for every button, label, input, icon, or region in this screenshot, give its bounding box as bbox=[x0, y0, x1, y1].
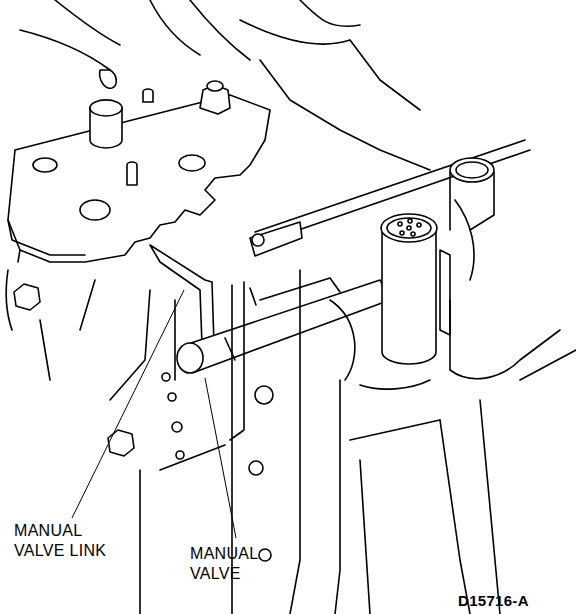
casting-holes bbox=[162, 373, 273, 561]
locating-pin bbox=[127, 162, 137, 185]
part-label: MANUAL VALVE LINK bbox=[14, 521, 132, 561]
valve-body-wall bbox=[230, 270, 340, 614]
detent-plate bbox=[8, 95, 270, 262]
figure-id: D15716-A bbox=[458, 591, 570, 611]
plate-post-top bbox=[90, 100, 122, 116]
plate-hole bbox=[80, 200, 110, 220]
connector-face bbox=[456, 162, 488, 178]
connector-face bbox=[387, 218, 431, 238]
connector-face bbox=[381, 214, 437, 242]
manual-valve-end bbox=[177, 343, 203, 373]
valve-body-casting bbox=[350, 380, 440, 614]
leader-line bbox=[205, 378, 236, 538]
connector-body bbox=[382, 232, 436, 364]
plate-hole bbox=[179, 155, 205, 171]
locating-pin bbox=[143, 89, 153, 102]
leader-line bbox=[72, 290, 184, 518]
stud bbox=[207, 81, 223, 91]
valve-body-casting bbox=[330, 300, 576, 614]
part-label: MANUAL VALVE bbox=[190, 544, 290, 584]
valve-body-casting bbox=[80, 280, 225, 614]
connector-face bbox=[450, 158, 494, 182]
bolt-head bbox=[108, 430, 134, 456]
plate-post bbox=[90, 100, 122, 148]
small-hole bbox=[100, 70, 117, 88]
bolt-head bbox=[14, 284, 40, 310]
manual-valve bbox=[185, 280, 390, 372]
wire bbox=[455, 200, 474, 280]
connector-pins bbox=[398, 219, 421, 236]
rod-pin bbox=[252, 234, 264, 246]
background-contour bbox=[260, 60, 430, 170]
plate-edge bbox=[8, 220, 85, 262]
connector-latch bbox=[440, 250, 450, 335]
rod-clip bbox=[250, 222, 302, 256]
background-contour bbox=[6, 270, 50, 380]
valve-bore bbox=[225, 278, 340, 360]
plate-hole bbox=[33, 158, 57, 172]
